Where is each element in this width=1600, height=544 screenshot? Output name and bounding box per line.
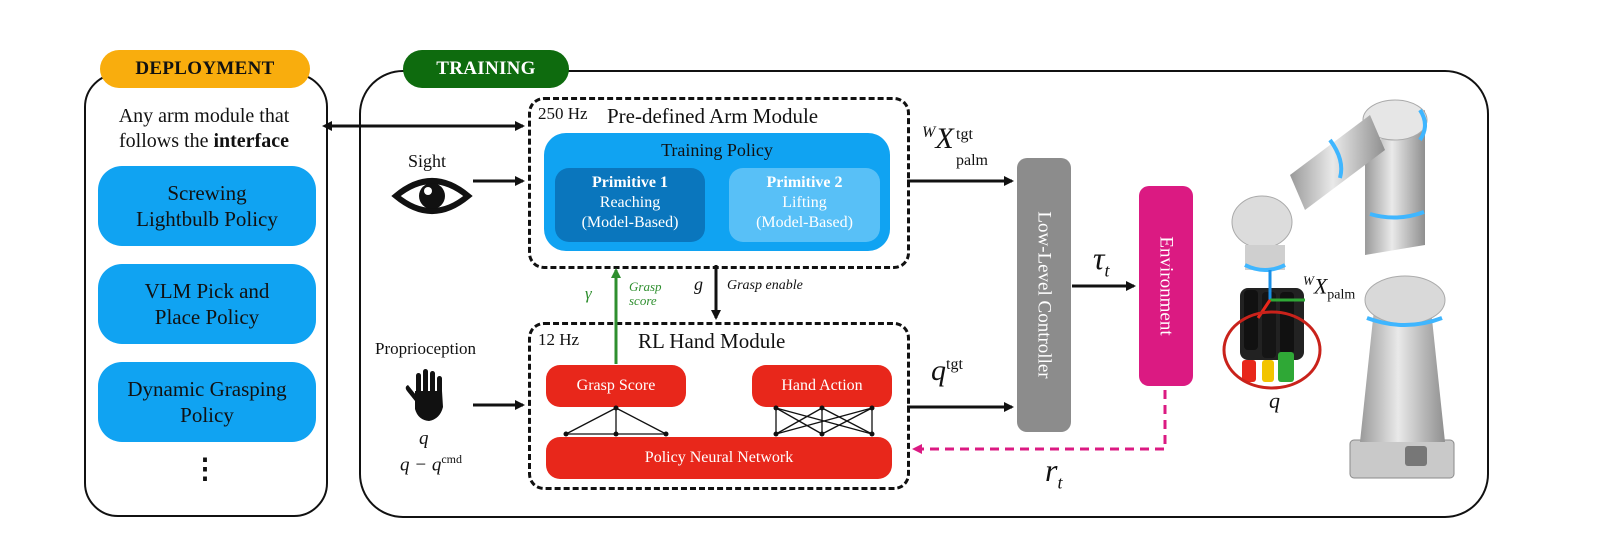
qt-sup: tgt: [946, 356, 963, 373]
grasp-score-arrow-label: Grasp score: [629, 280, 662, 308]
robot-arm-illustration: [1222, 99, 1455, 479]
primitive2-title: Primitive 2: [766, 174, 843, 191]
proprioception-label: Proprioception: [375, 339, 477, 358]
gamma-label: γ: [585, 284, 592, 303]
qcmd-text: q − q: [400, 454, 442, 476]
hand-icon: [405, 369, 443, 421]
deployment-intro-prefix: follows the: [119, 130, 214, 152]
environment-box[interactable]: Environment: [1139, 186, 1193, 386]
network-nodes: [563, 405, 875, 437]
deployment-intro-line2: follows the interface: [86, 129, 322, 154]
grasp-score-box[interactable]: Grasp Score: [546, 365, 686, 407]
policy-dynamic-grasping[interactable]: Dynamic Grasping Policy: [98, 362, 316, 442]
rf-main: X: [1313, 273, 1328, 299]
tau-label: τt: [1093, 240, 1109, 281]
wx-main: X: [935, 122, 954, 155]
hand-action-box[interactable]: Hand Action: [752, 365, 892, 407]
rf-sub: palm: [1327, 287, 1356, 303]
policy-line: VLM Pick and: [144, 279, 270, 303]
qt-main: q: [931, 354, 946, 387]
primitive2-line2: (Model-Based): [756, 214, 853, 231]
hand-module-rate: 12 Hz: [538, 330, 580, 349]
hand-module-title: RL Hand Module: [638, 329, 786, 353]
policy-line: Place Policy: [154, 305, 260, 329]
policy-screwing-lightbulb[interactable]: Screwing Lightbulb Policy: [98, 166, 316, 246]
training-policy-title: Training Policy: [661, 140, 773, 160]
policy-line: Policy: [180, 403, 234, 427]
more-policies-ellipsis: ⋮: [191, 454, 219, 485]
robot-q-label: q: [1269, 388, 1280, 413]
policy-line: Screwing: [167, 181, 247, 205]
policy-vlm-pick-place[interactable]: VLM Pick and Place Policy: [98, 264, 316, 344]
grasp-score-arrow-l2: score: [629, 293, 657, 308]
training-tag: TRAINING: [403, 50, 569, 88]
reward-main: r: [1045, 452, 1058, 488]
tau-sub: t: [1104, 260, 1110, 281]
policy-line: Lightbulb Policy: [136, 207, 278, 231]
wx-palm-target-label: WX tgt palm: [922, 122, 988, 169]
tau-main: τ: [1093, 240, 1105, 276]
eye-icon: [391, 178, 473, 214]
primitive1-line1: Reaching: [599, 194, 661, 211]
qcmd-sup: cmd: [441, 452, 462, 466]
wx-pre: W: [922, 124, 936, 141]
g-label: g: [694, 274, 703, 294]
arm-module-rate: 250 Hz: [538, 104, 588, 123]
reward-feedback-arrow: [912, 390, 1167, 454]
deployment-intro: Any arm module that follows the interfac…: [86, 104, 322, 154]
policy-network-box[interactable]: Policy Neural Network: [546, 437, 892, 479]
grasp-score-arrow-l1: Grasp: [629, 279, 662, 294]
hand-action-network-links: [775, 407, 873, 435]
interface-word: interface: [213, 130, 289, 152]
primitive2-box[interactable]: Primitive 2 Lifting (Model-Based): [729, 168, 880, 242]
arm-module-title: Pre-defined Arm Module: [607, 104, 819, 128]
sight-label: Sight: [408, 151, 447, 171]
rf-pre: W: [1303, 273, 1314, 288]
deployment-tag: DEPLOYMENT: [100, 50, 310, 88]
wx-sub: palm: [956, 152, 988, 169]
grasp-enable-label: Grasp enable: [727, 278, 803, 293]
deployment-intro-line1: Any arm module that: [118, 105, 290, 127]
grasp-score-network-links: [565, 407, 667, 435]
robot-palm-frame-label: WXpalm: [1303, 273, 1355, 304]
policy-line: Dynamic Grasping: [127, 377, 287, 401]
q-input-label: q: [419, 428, 429, 449]
low-level-controller-box[interactable]: Low-Level Controller: [1017, 158, 1071, 432]
wx-sup: tgt: [956, 126, 973, 143]
q-minus-qcmd-label: q − qcmd: [400, 452, 462, 476]
arm-module-box: [528, 97, 910, 269]
q-target-label: qtgt: [931, 354, 963, 388]
primitive1-line2: (Model-Based): [581, 214, 679, 231]
reward-sub: t: [1057, 472, 1063, 493]
primitive1-title: Primitive 1: [592, 174, 668, 191]
primitive1-box[interactable]: Primitive 1 Reaching (Model-Based): [555, 168, 705, 242]
primitive2-line1: Lifting: [782, 194, 827, 211]
reward-label: rt: [1045, 452, 1062, 493]
